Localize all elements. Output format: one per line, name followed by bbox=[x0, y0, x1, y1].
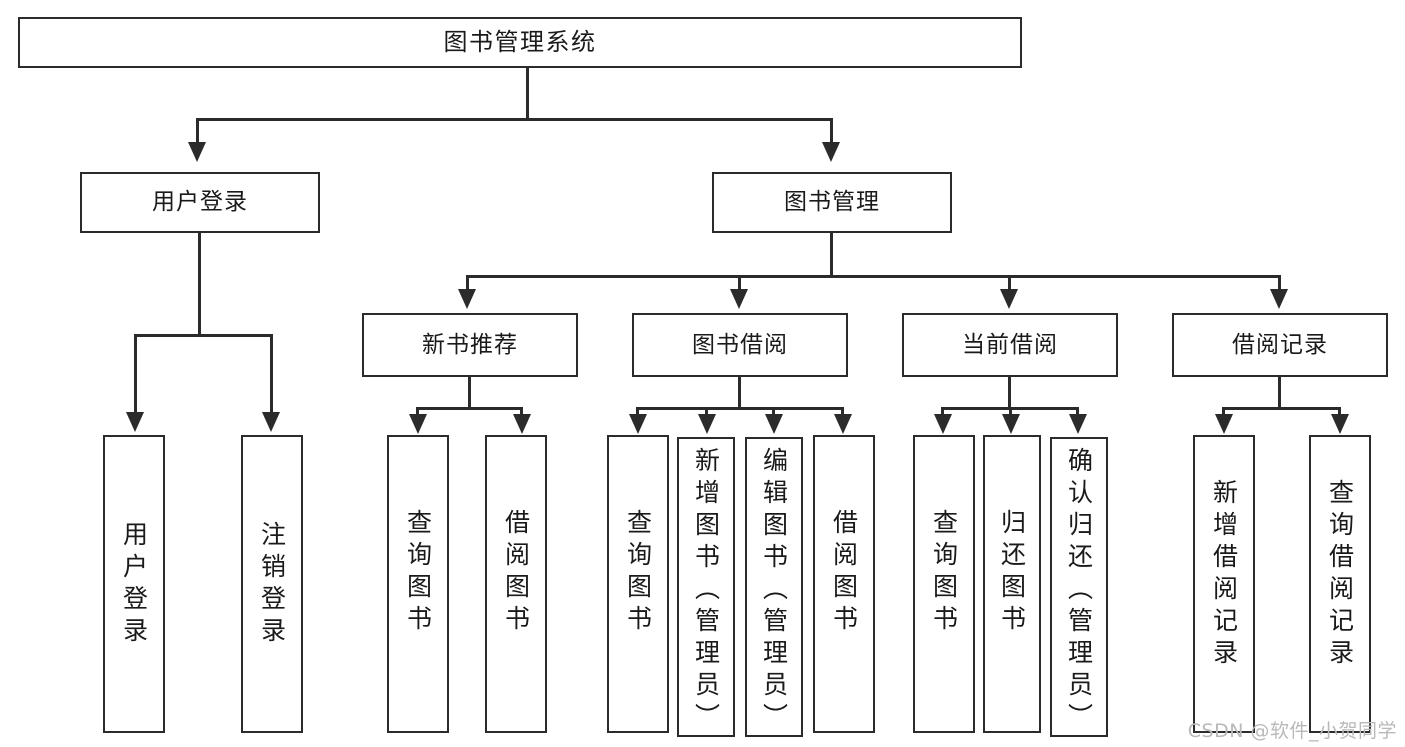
arrow-head bbox=[1069, 414, 1087, 434]
node-label: 查询图书 bbox=[403, 509, 433, 637]
connector-record-drop-2 bbox=[1338, 407, 1341, 417]
node-label: 查询图书 bbox=[623, 509, 653, 637]
node-label: 新书推荐 bbox=[422, 331, 518, 358]
node-label: 用户登录 bbox=[152, 189, 248, 216]
connector-user-login-stem bbox=[198, 233, 201, 337]
connector-book-mgmt-bus bbox=[466, 275, 1280, 278]
node-label: 查询图书 bbox=[929, 509, 959, 637]
node-label: 确认归还（管理员） bbox=[1064, 447, 1094, 735]
connector-borrow-bus bbox=[636, 407, 844, 410]
leaf-user-logout[interactable]: 注销登录 bbox=[241, 435, 303, 733]
connector-current-drop-2 bbox=[1009, 407, 1012, 417]
leaf-edit-book-admin[interactable]: 编辑图书（管理员） bbox=[745, 437, 803, 737]
node-label: 查询借阅记录 bbox=[1325, 479, 1355, 671]
node-label: 借阅记录 bbox=[1232, 331, 1328, 358]
connector-recommend-stem bbox=[468, 377, 471, 410]
connector-borrow-drop-3 bbox=[772, 407, 775, 417]
arrow-head bbox=[458, 289, 476, 309]
arrow-head bbox=[1331, 414, 1349, 434]
arrow-head bbox=[262, 412, 280, 432]
arrow-head bbox=[513, 414, 531, 434]
node-label: 用户登录 bbox=[119, 521, 149, 649]
node-label: 当前借阅 bbox=[962, 331, 1058, 358]
connector-root-drop-right bbox=[830, 118, 833, 146]
node-label: 注销登录 bbox=[257, 521, 287, 649]
arrow-head bbox=[1215, 414, 1233, 434]
connector-record-bus bbox=[1222, 407, 1340, 410]
arrow-head bbox=[1000, 289, 1018, 309]
leaf-add-borrow-record[interactable]: 新增借阅记录 bbox=[1193, 435, 1255, 733]
leaf-borrow-book-recommend[interactable]: 借阅图书 bbox=[485, 435, 547, 733]
node-label: 新增借阅记录 bbox=[1209, 479, 1239, 671]
connector-current-stem bbox=[1008, 377, 1011, 410]
node-root-system[interactable]: 图书管理系统 bbox=[18, 17, 1022, 68]
node-label: 借阅图书 bbox=[501, 509, 531, 637]
connector-book-mgmt-stem bbox=[830, 233, 833, 278]
arrow-head bbox=[730, 289, 748, 309]
leaf-query-borrow-record[interactable]: 查询借阅记录 bbox=[1309, 435, 1371, 733]
node-label: 编辑图书（管理员） bbox=[759, 447, 789, 735]
connector-root-drop-left bbox=[196, 118, 199, 146]
node-borrow-record[interactable]: 借阅记录 bbox=[1172, 313, 1388, 377]
connector-borrow-stem bbox=[738, 377, 741, 410]
node-label: 图书管理 bbox=[784, 189, 880, 216]
leaf-query-book-current[interactable]: 查询图书 bbox=[913, 435, 975, 733]
arrow-head bbox=[188, 142, 206, 162]
arrow-head bbox=[934, 414, 952, 434]
arrow-head bbox=[1270, 289, 1288, 309]
leaf-user-login[interactable]: 用户登录 bbox=[103, 435, 165, 733]
arrow-head bbox=[409, 414, 427, 434]
arrow-head bbox=[698, 414, 716, 434]
connector-root-bus bbox=[196, 118, 833, 121]
node-user-login[interactable]: 用户登录 bbox=[80, 172, 320, 233]
arrow-head bbox=[126, 412, 144, 432]
leaf-query-book-recommend[interactable]: 查询图书 bbox=[387, 435, 449, 733]
leaf-add-book-admin[interactable]: 新增图书（管理员） bbox=[677, 437, 735, 737]
connector-recommend-bus bbox=[416, 407, 523, 410]
node-label: 借阅图书 bbox=[829, 509, 859, 637]
connector-current-drop-3 bbox=[1076, 407, 1079, 417]
leaf-borrow-book[interactable]: 借阅图书 bbox=[813, 435, 875, 733]
connector-current-drop-1 bbox=[941, 407, 944, 417]
connector-user-login-drop-1 bbox=[134, 334, 137, 414]
node-new-book-recommend[interactable]: 新书推荐 bbox=[362, 313, 578, 377]
node-book-management[interactable]: 图书管理 bbox=[712, 172, 952, 233]
connector-user-login-bus bbox=[134, 334, 273, 337]
connector-root-stem bbox=[526, 68, 529, 120]
connector-recommend-drop-2 bbox=[520, 407, 523, 417]
connector-book-mgmt-drop-1 bbox=[466, 275, 469, 291]
arrow-head bbox=[822, 142, 840, 162]
connector-borrow-drop-4 bbox=[841, 407, 844, 417]
connector-book-mgmt-drop-4 bbox=[1278, 275, 1281, 291]
node-book-borrow[interactable]: 图书借阅 bbox=[632, 313, 848, 377]
leaf-confirm-return-admin[interactable]: 确认归还（管理员） bbox=[1050, 437, 1108, 737]
connector-borrow-drop-1 bbox=[636, 407, 639, 417]
node-current-borrow[interactable]: 当前借阅 bbox=[902, 313, 1118, 377]
node-label: 新增图书（管理员） bbox=[691, 447, 721, 735]
node-label: 归还图书 bbox=[997, 509, 1027, 637]
node-label: 图书管理系统 bbox=[443, 27, 597, 56]
connector-book-mgmt-drop-3 bbox=[1008, 275, 1011, 291]
arrow-head bbox=[765, 414, 783, 434]
connector-record-stem bbox=[1278, 377, 1281, 410]
node-label: 图书借阅 bbox=[692, 331, 788, 358]
arrow-head bbox=[834, 414, 852, 434]
leaf-return-book[interactable]: 归还图书 bbox=[983, 435, 1041, 733]
connector-record-drop-1 bbox=[1222, 407, 1225, 417]
connector-borrow-drop-2 bbox=[705, 407, 708, 417]
connector-user-login-drop-2 bbox=[270, 334, 273, 414]
connector-book-mgmt-drop-2 bbox=[738, 275, 741, 291]
leaf-query-book-borrow[interactable]: 查询图书 bbox=[607, 435, 669, 733]
arrow-head bbox=[1002, 414, 1020, 434]
arrow-head bbox=[629, 414, 647, 434]
connector-recommend-drop-1 bbox=[416, 407, 419, 417]
